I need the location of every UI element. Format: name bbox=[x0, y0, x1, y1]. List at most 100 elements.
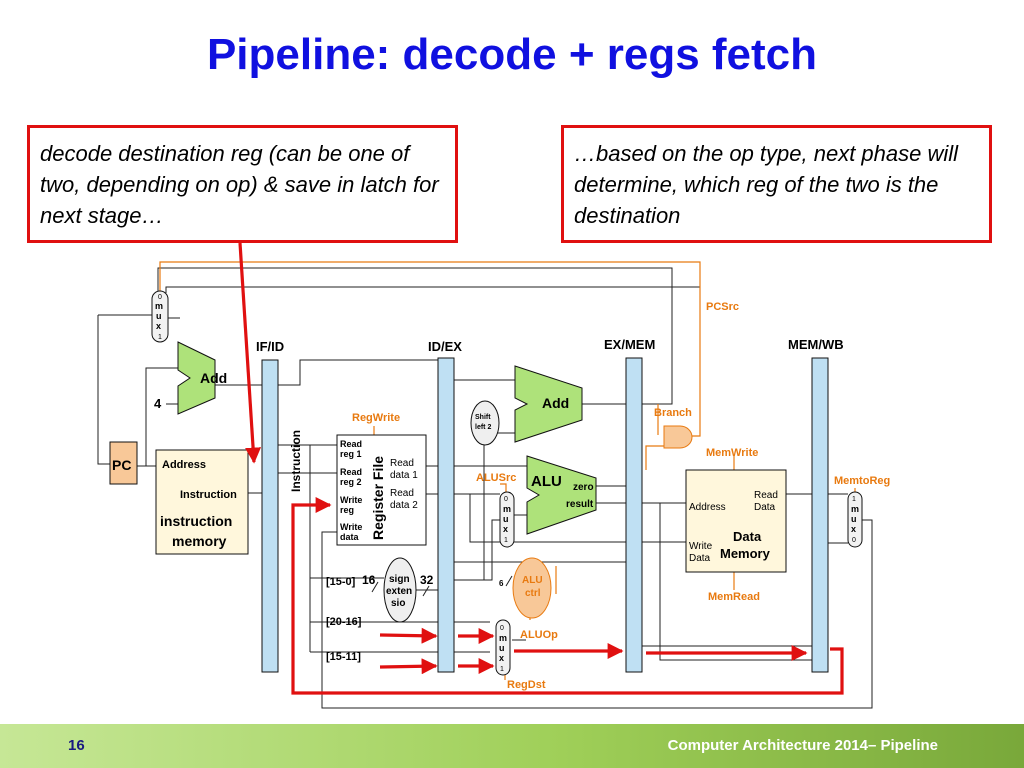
pipeline-registers bbox=[261, 357, 829, 673]
mux-letter: u bbox=[851, 514, 857, 524]
rf-write-reg: reg bbox=[340, 505, 354, 515]
label-exmem: EX/MEM bbox=[604, 337, 655, 352]
rf-write-reg: Write bbox=[340, 495, 362, 505]
annotation-left: decode destination reg (can be one of tw… bbox=[27, 125, 458, 243]
pipeline-reg-idex bbox=[437, 357, 455, 673]
branch-and-gate bbox=[663, 425, 693, 449]
mux-letter: u bbox=[156, 311, 162, 321]
register-file-name: Register File bbox=[370, 456, 386, 540]
footer-title: Computer Architecture 2014– Pipeline bbox=[667, 737, 938, 754]
bitfield-15-11: [15-11] bbox=[326, 651, 361, 663]
dmem-write-data-label: Write bbox=[689, 541, 713, 552]
const-four: 4 bbox=[154, 396, 162, 411]
alu-ctrl-label: ctrl bbox=[525, 588, 541, 599]
mux-letter: m bbox=[503, 504, 511, 514]
sign-extend-label: sio bbox=[391, 598, 405, 609]
dmem-write-data-label: Data bbox=[689, 553, 711, 564]
rf-read-reg2: reg 2 bbox=[340, 477, 362, 487]
dmem-name: Data bbox=[733, 529, 762, 544]
bitfield-15-0: [15-0] bbox=[326, 576, 356, 588]
datapath-wires bbox=[97, 267, 873, 709]
pc-register bbox=[109, 441, 138, 485]
rf-read-reg2: Read bbox=[340, 467, 362, 477]
sign-extend bbox=[383, 557, 417, 623]
dmem-read-data-label: Read bbox=[754, 490, 778, 501]
pc-label: PC bbox=[112, 457, 131, 473]
instruction-bus-label: Instruction bbox=[289, 430, 303, 492]
shift-left-label: Shift bbox=[475, 414, 491, 421]
signal-regwrite: RegWrite bbox=[352, 412, 400, 424]
mux-input-label: 1 bbox=[852, 496, 856, 503]
mux-input-label: 0 bbox=[158, 294, 162, 301]
alu-control bbox=[512, 557, 552, 619]
dmem-address-label: Address bbox=[689, 502, 726, 513]
rf-read-reg1: reg 1 bbox=[340, 449, 362, 459]
label-ifid: IF/ID bbox=[256, 339, 284, 354]
mux-letter: u bbox=[499, 643, 505, 653]
footer-bar: 16 Computer Architecture 2014– Pipeline bbox=[0, 724, 1024, 768]
label-idex: ID/EX bbox=[428, 339, 462, 354]
signal-memwrite: MemWrite bbox=[706, 447, 758, 459]
rf-read-reg1: Read bbox=[340, 439, 362, 449]
signal-memtoreg: MemtoReg bbox=[834, 475, 890, 487]
mux-letter: m bbox=[851, 504, 859, 514]
alu-zero-label: zero bbox=[573, 482, 594, 493]
arrow-rt-field bbox=[379, 627, 438, 644]
adder-pc bbox=[177, 341, 216, 415]
rf-read-data2: Read bbox=[390, 488, 414, 499]
alu bbox=[526, 455, 597, 535]
dmem-read-data-label: Data bbox=[754, 502, 776, 513]
mux-alusrc: 0 m u x 1 bbox=[499, 491, 515, 548]
shift-left-label: left 2 bbox=[475, 424, 491, 431]
rf-read-data1: Read bbox=[390, 458, 414, 469]
rf-write-data: Write bbox=[340, 522, 362, 532]
adder-branch-label: Add bbox=[542, 395, 569, 411]
mux-memtoreg: 1 m u x 0 bbox=[847, 491, 863, 548]
data-memory bbox=[685, 469, 787, 573]
mux-letter: u bbox=[503, 514, 509, 524]
mux-input-label: 1 bbox=[504, 537, 508, 544]
mux-letter: m bbox=[499, 633, 507, 643]
rf-read-data1: data 1 bbox=[390, 470, 418, 481]
mux-letter: x bbox=[156, 321, 161, 331]
control-wires bbox=[159, 261, 856, 680]
bitfield-20-16: [20-16] bbox=[326, 616, 362, 628]
signal-regdst: RegDst bbox=[507, 679, 546, 691]
pipeline-reg-ifid bbox=[261, 359, 279, 673]
mux-letter: x bbox=[503, 524, 508, 534]
mux-input-label: 1 bbox=[500, 666, 504, 673]
pipeline-reg-memwb bbox=[811, 357, 829, 673]
mux-input-label: 0 bbox=[500, 625, 504, 632]
width-16: 16 bbox=[362, 573, 376, 587]
dmem-name: Memory bbox=[720, 546, 771, 561]
alu-label: ALU bbox=[531, 473, 562, 490]
mux-letter: x bbox=[851, 524, 856, 534]
mux-input-label: 0 bbox=[852, 537, 856, 544]
rf-write-data: data bbox=[340, 532, 360, 542]
signal-alusrc: ALUSrc bbox=[476, 472, 516, 484]
signal-branch: Branch bbox=[654, 407, 692, 419]
adder-pc-label: Add bbox=[200, 370, 227, 386]
annotation-right: …based on the op type, next phase will d… bbox=[561, 125, 992, 243]
sign-extend-label: exten bbox=[386, 586, 412, 597]
mux-regdst: 0 m u x 1 bbox=[495, 619, 511, 676]
instruction-memory bbox=[155, 449, 249, 555]
shift-left-2 bbox=[470, 400, 500, 446]
arrow-writeback-reg bbox=[291, 497, 844, 695]
imem-instruction-label: Instruction bbox=[180, 489, 237, 501]
mux-letter: x bbox=[499, 653, 504, 663]
imem-name-2: memory bbox=[172, 533, 227, 549]
mux-input-label: 1 bbox=[158, 334, 162, 341]
width-6: 6 bbox=[499, 579, 504, 588]
mux-input-label: 0 bbox=[504, 496, 508, 503]
alu-ctrl-label: ALU bbox=[522, 575, 543, 586]
arrow-rd-field bbox=[379, 658, 438, 675]
alu-result-label: result bbox=[566, 499, 594, 510]
page-number: 16 bbox=[68, 737, 85, 754]
mux-pcsrc: 0 m u x 1 bbox=[151, 290, 169, 343]
sign-extend-label: sign bbox=[389, 574, 410, 585]
signal-pcsrc: PCSrc bbox=[706, 301, 739, 313]
label-memwb: MEM/WB bbox=[788, 337, 844, 352]
width-32: 32 bbox=[420, 573, 434, 587]
